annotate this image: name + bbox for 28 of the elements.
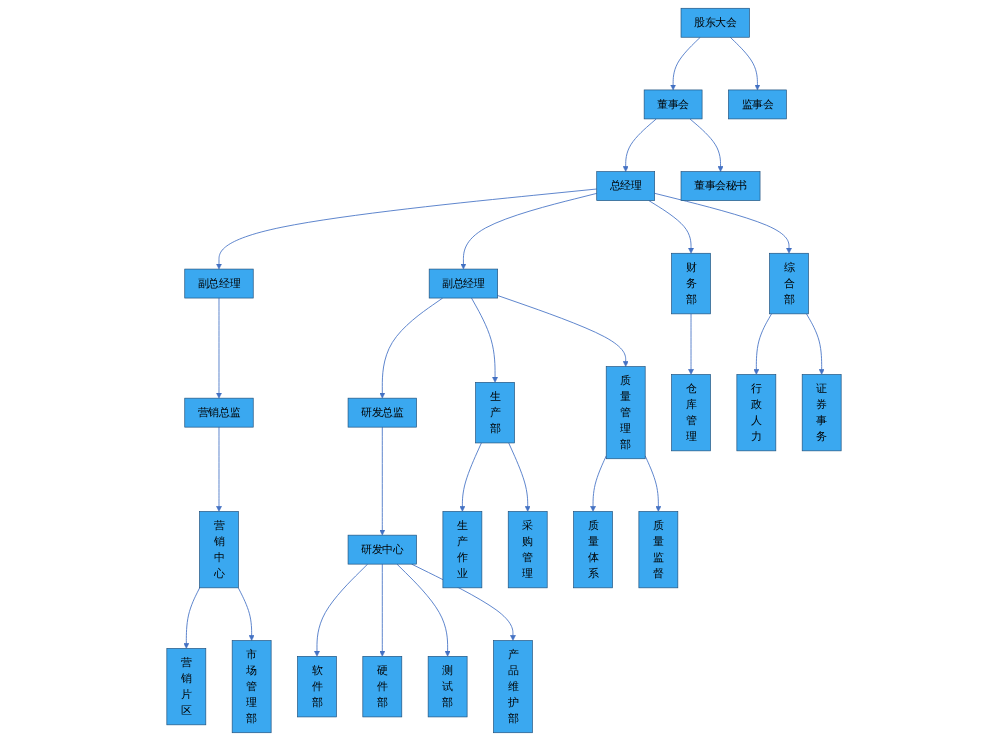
node-box: 监事会 bbox=[727, 89, 787, 120]
node-box: 证券事务 bbox=[801, 374, 841, 452]
node-box: 总经理 bbox=[595, 171, 655, 201]
node-box: 营销中心 bbox=[198, 511, 239, 589]
node-box: 质量监督 bbox=[638, 511, 678, 589]
node-box: 行政人力 bbox=[736, 374, 776, 452]
node-box: 研发中心 bbox=[347, 534, 417, 565]
node-box: 副总经理 bbox=[183, 268, 254, 299]
node-box: 营销片区 bbox=[166, 648, 206, 726]
node-box: 股东大会 bbox=[680, 7, 750, 38]
node-box: 市场管理部 bbox=[231, 640, 271, 734]
node-box: 副总经理 bbox=[428, 268, 498, 299]
node-box: 采购管理 bbox=[507, 511, 548, 589]
node-box: 产品维护部 bbox=[492, 640, 533, 734]
node-box: 财务部 bbox=[670, 252, 711, 315]
node-box: 综合部 bbox=[768, 252, 809, 315]
node-box: 测试部 bbox=[427, 656, 467, 718]
node-box: 仓库管理 bbox=[670, 374, 711, 452]
node-box: 生产作业 bbox=[442, 511, 482, 589]
node-box: 硬件部 bbox=[362, 656, 402, 718]
node-box: 生产部 bbox=[474, 382, 515, 444]
node-box: 研发总监 bbox=[347, 397, 417, 428]
node-box: 营销总监 bbox=[183, 397, 254, 428]
node-box: 质量体系 bbox=[572, 511, 613, 589]
node-box: 软件部 bbox=[296, 656, 337, 718]
node-box: 董事会秘书 bbox=[680, 171, 760, 201]
node-box: 董事会 bbox=[643, 89, 702, 120]
node-box: 质量管理部 bbox=[605, 366, 646, 460]
